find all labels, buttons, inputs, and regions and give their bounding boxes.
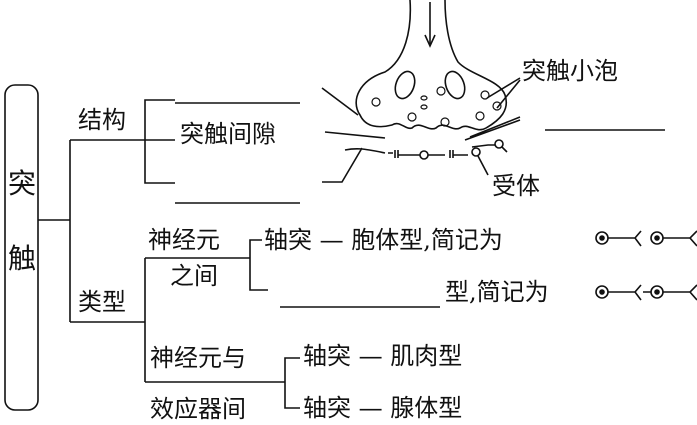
type-blank-suffix: 型,简记为 xyxy=(445,278,549,306)
axodendritic-symbol xyxy=(595,284,697,301)
effector-bracket xyxy=(284,357,300,409)
vesicle-label: 突触小泡 xyxy=(522,57,618,85)
arrow-head xyxy=(424,34,436,48)
root-char-2: 触 xyxy=(8,242,37,275)
between-neurons-label-1: 神经元 xyxy=(148,226,220,254)
neuron-bracket xyxy=(249,239,268,291)
root-char-1: 突 xyxy=(8,167,37,200)
axomuscular-text: 轴突 — 肌肉型 xyxy=(303,342,463,370)
receptor-label: 受体 xyxy=(492,172,540,200)
neuron-effector-label-1: 神经元与 xyxy=(150,344,246,372)
axoglandular-text: 轴突 — 腺体型 xyxy=(303,394,463,422)
axosomatic-text: 轴突 — 胞体型,简记为 xyxy=(264,226,503,254)
root-box xyxy=(4,84,39,411)
axosomatic-symbol xyxy=(595,230,697,247)
main-bracket xyxy=(38,139,145,323)
types-bracket xyxy=(144,257,285,383)
blank-lines-structure xyxy=(175,102,300,204)
between-neurons-label-2: 之间 xyxy=(170,262,218,290)
synapse-illustration xyxy=(321,0,665,183)
neuron-effector-label-2: 效应器间 xyxy=(150,395,246,423)
synaptic-cleft-label: 突触间隙 xyxy=(180,120,276,148)
types-label: 类型 xyxy=(78,288,126,316)
structure-label: 结构 xyxy=(78,106,126,134)
structure-bracket xyxy=(144,99,175,184)
